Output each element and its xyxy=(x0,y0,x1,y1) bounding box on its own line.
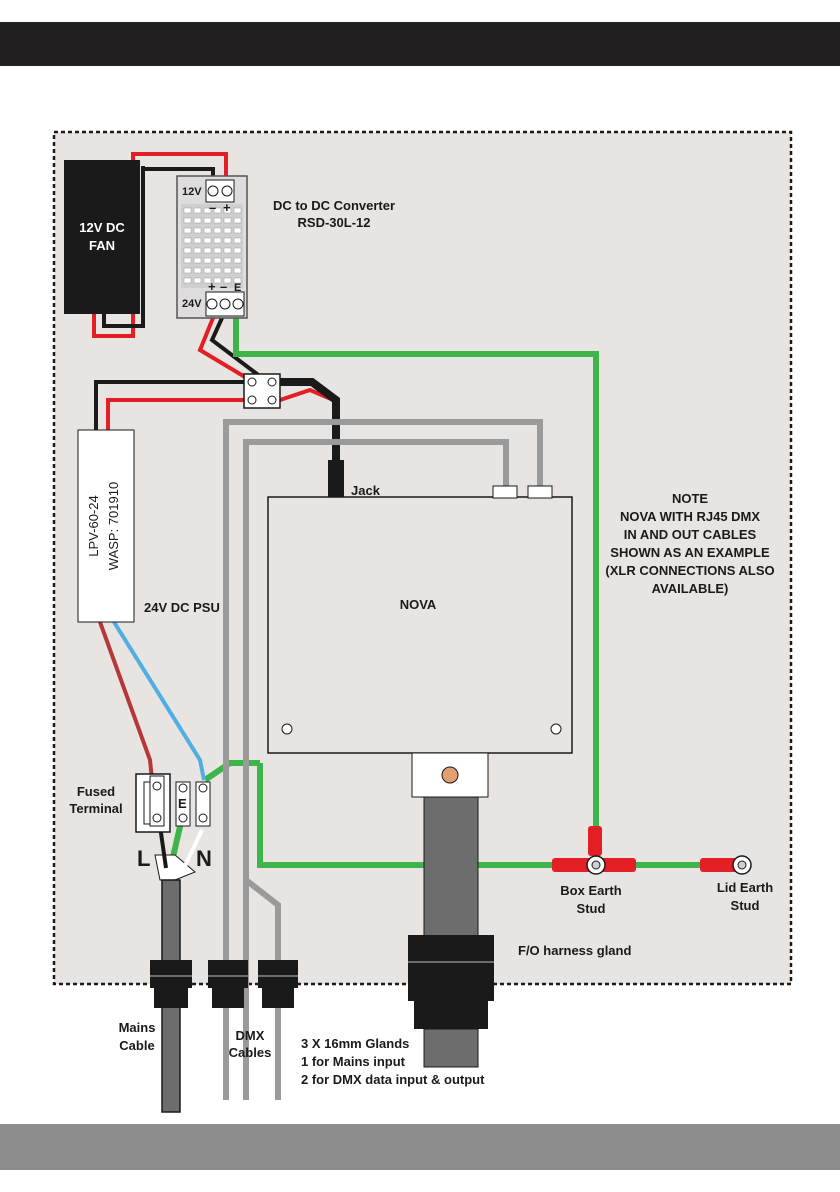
gland-dmx-2 xyxy=(258,960,298,1008)
footer-bar xyxy=(0,1124,840,1170)
psu xyxy=(77,429,135,623)
nova-label: NOVA xyxy=(400,597,437,612)
note-line-2: NOVA WITH RJ45 DMX xyxy=(620,509,760,524)
fan xyxy=(64,160,140,314)
note-line-6: AVAILABLE) xyxy=(652,581,729,596)
dc-converter xyxy=(176,175,248,319)
gland-dmx-1 xyxy=(208,960,248,1008)
glands-line-3: 2 for DMX data input & output xyxy=(301,1072,485,1087)
neutral-label: N xyxy=(196,846,212,871)
converter-in-label: 24V xyxy=(182,298,202,310)
converter-out-label: 12V xyxy=(182,186,202,198)
glands-line-1: 3 X 16mm Glands xyxy=(301,1036,409,1051)
note-line-4: SHOWN AS AN EXAMPLE xyxy=(610,545,770,560)
nova-unit xyxy=(267,485,573,754)
box-earth-label-1: Box Earth xyxy=(560,883,621,898)
jack-label: Jack xyxy=(351,483,381,498)
fan-label-1: 12V DC xyxy=(79,220,125,235)
note-line-1: NOTE xyxy=(672,491,708,506)
psu-model: LPV-60-24 xyxy=(86,495,101,556)
converter-plus-top: + xyxy=(223,200,231,215)
fused-terminal xyxy=(135,773,211,833)
mains-label-2: Cable xyxy=(119,1038,154,1053)
note-line-5: (XLR CONNECTIONS ALSO xyxy=(605,563,774,578)
fo-harness xyxy=(408,752,494,1068)
note-line-3: IN AND OUT CABLES xyxy=(624,527,757,542)
live-label: L xyxy=(137,846,150,871)
converter-minus-bottom: – xyxy=(220,279,227,294)
header-bar xyxy=(0,22,840,66)
join-terminal xyxy=(243,373,281,409)
lid-earth-stud xyxy=(700,855,752,875)
fused-terminal-label-1: Fused xyxy=(77,784,115,799)
converter-plus-bottom: + xyxy=(208,279,216,294)
converter-earth: E xyxy=(234,282,241,294)
converter-minus-top: – xyxy=(209,200,216,215)
harness-label: F/O harness gland xyxy=(518,943,631,958)
terminal-earth-label: E xyxy=(178,796,187,811)
lid-earth-label-1: Lid Earth xyxy=(717,880,773,895)
glands-line-2: 1 for Mains input xyxy=(301,1054,406,1069)
dc-wires xyxy=(94,317,344,498)
converter-title: DC to DC Converter xyxy=(273,198,395,213)
mains-label-1: Mains xyxy=(119,1020,156,1035)
dmx-label-2: Cables xyxy=(229,1045,272,1060)
dmx-label-1: DMX xyxy=(236,1028,265,1043)
fan-label-2: FAN xyxy=(89,238,115,253)
psu-label: 24V DC PSU xyxy=(144,600,220,615)
converter-model: RSD-30L-12 xyxy=(298,215,371,230)
fused-terminal-label-2: Terminal xyxy=(69,801,122,816)
psu-wasp: WASP: 701910 xyxy=(106,482,121,570)
gland-mains xyxy=(150,960,192,1008)
box-earth-stud xyxy=(552,826,636,875)
box-earth-label-2: Stud xyxy=(577,901,606,916)
lid-earth-label-2: Stud xyxy=(731,898,760,913)
